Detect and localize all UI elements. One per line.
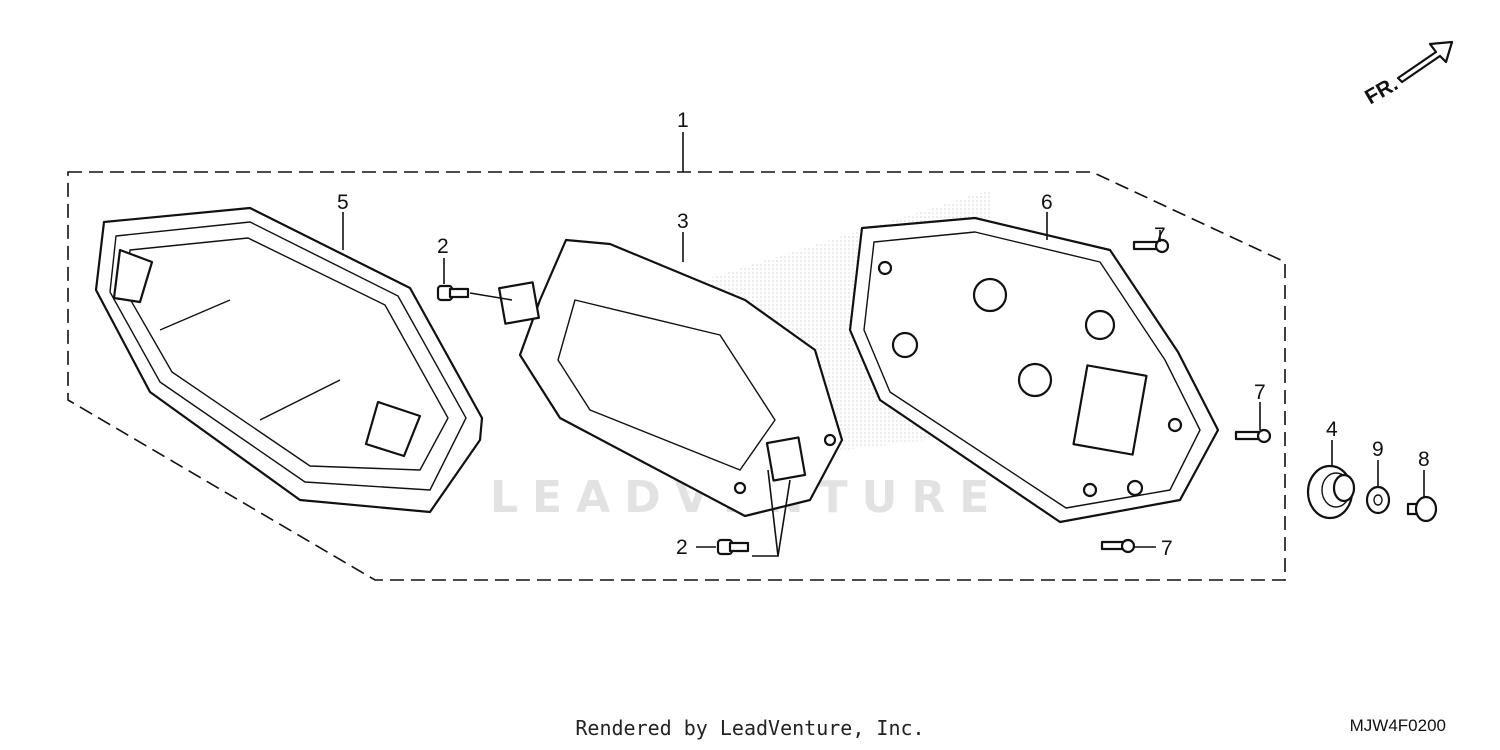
callout-1: 1 xyxy=(677,109,689,132)
screw-7-middle xyxy=(1234,428,1272,444)
washer xyxy=(1365,485,1391,515)
callout-4: 4 xyxy=(1326,418,1338,441)
grommet xyxy=(1306,464,1356,520)
screw-upper xyxy=(436,284,470,302)
meter-body xyxy=(498,238,844,518)
meter-case xyxy=(848,216,1220,524)
screw-lower xyxy=(716,538,750,556)
diagram-code: MJW4F0200 xyxy=(1349,716,1446,735)
callout-2-upper: 2 xyxy=(437,235,449,258)
callout-3: 3 xyxy=(677,210,689,233)
callout-7-bottom: 7 xyxy=(1161,537,1173,560)
callout-7-middle: 7 xyxy=(1254,381,1266,404)
leader-2-upper-b xyxy=(469,292,513,301)
callout-9: 9 xyxy=(1372,438,1384,461)
callout-6: 6 xyxy=(1041,191,1053,214)
front-direction-arrow-icon xyxy=(1396,40,1454,84)
rendered-by-credit: Rendered by LeadVenture, Inc. xyxy=(575,716,925,740)
callout-5: 5 xyxy=(337,191,349,214)
callout-2-lower: 2 xyxy=(676,536,688,559)
callout-8: 8 xyxy=(1418,448,1430,471)
collar-bolt xyxy=(1406,495,1438,523)
screw-7-bottom xyxy=(1100,538,1136,554)
meter-lens-cover xyxy=(94,206,484,514)
assembly-boundary xyxy=(67,171,1286,581)
leader-2-lower-c xyxy=(777,479,791,557)
callout-7-top: 7 xyxy=(1154,224,1166,247)
screw-7-top xyxy=(1132,238,1170,254)
front-direction-label: FR. xyxy=(1361,72,1402,109)
